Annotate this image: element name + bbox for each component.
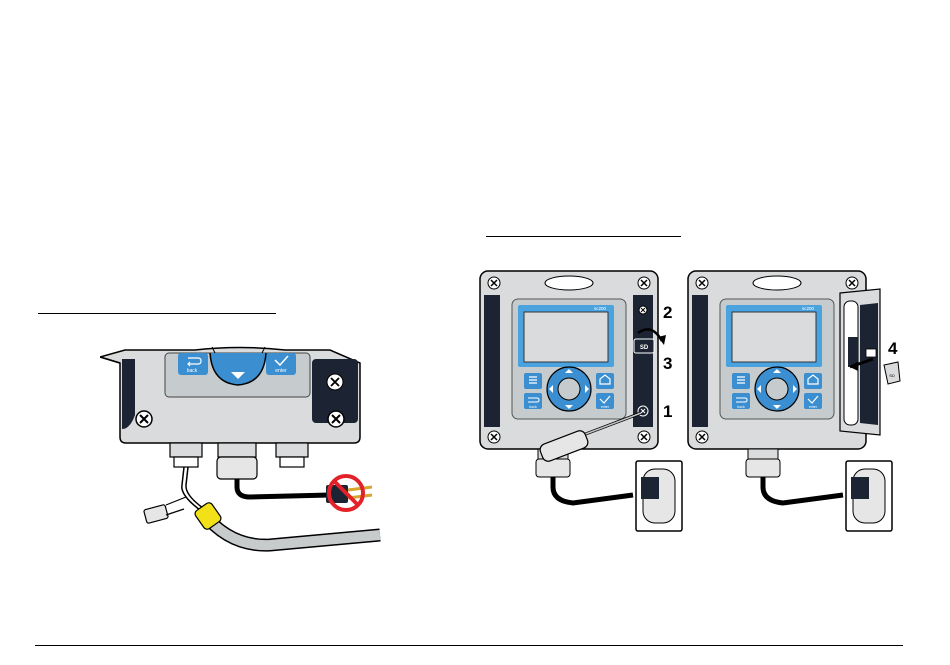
step-4-label: 4 <box>888 339 898 358</box>
key-back-label-2: back <box>737 405 745 409</box>
card-label: SD <box>889 373 895 378</box>
key-enter-label-1: enter <box>601 405 610 409</box>
step-2-label: 2 <box>663 303 672 322</box>
step-1-label: 1 <box>663 402 672 421</box>
key-back-label-1: back <box>529 405 537 409</box>
sd-slot-label: SD <box>640 345 649 351</box>
section-rule-left <box>38 313 276 314</box>
power-outlet-icon <box>636 461 682 531</box>
footer-rule <box>35 645 903 646</box>
key-enter-label: enter <box>275 368 287 374</box>
sd-card-icon: SD <box>884 362 900 384</box>
screen-model-label-1: sc200 <box>594 306 607 311</box>
controller-unit-1: sc200 back enter SD <box>480 271 682 531</box>
screen-model-label-2: sc200 <box>802 306 815 311</box>
x-screw-icon <box>136 411 152 427</box>
sd-card-install-illustration: sc200 back enter SD <box>478 265 918 540</box>
controller-cable-illustration: back enter <box>100 345 400 570</box>
section-rule-right <box>486 236 681 237</box>
key-back-label: back <box>187 368 198 374</box>
step-3-label: 3 <box>663 354 672 373</box>
key-enter-label-2: enter <box>809 405 818 409</box>
controller-unit-2: sc200 back enter 4 SD <box>688 271 900 531</box>
